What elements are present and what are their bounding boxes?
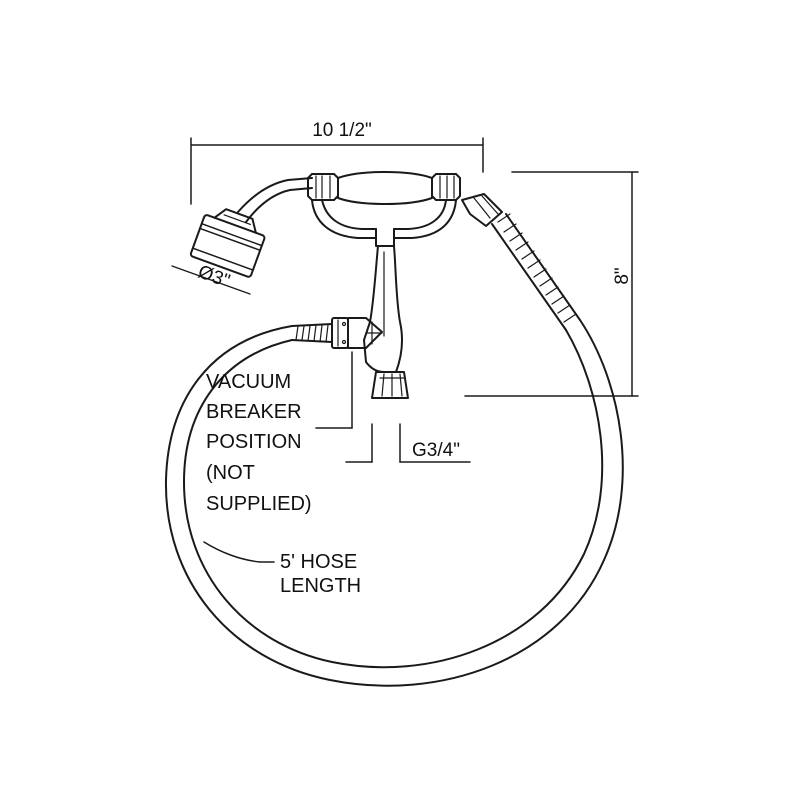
- thread-dimension: [345, 423, 471, 463]
- height-label: 8": [612, 267, 633, 284]
- width-dimension: [190, 137, 484, 205]
- hose: [164, 193, 624, 687]
- vacuum-breaker-line-2: BREAKER: [206, 401, 302, 423]
- mounting-stem: [347, 245, 409, 399]
- thread-label: G3/4": [412, 440, 460, 461]
- hose-note-line-1: 5' HOSE: [280, 551, 357, 573]
- hose-length-note: 5' HOSE LENGTH: [280, 551, 361, 597]
- shower-head: [189, 208, 266, 278]
- vacuum-breaker-leader: [315, 351, 353, 429]
- height-dimension: [464, 171, 639, 397]
- vacuum-breaker-line-5: SUPPLIED): [206, 493, 312, 515]
- vacuum-breaker-line-1: VACUUM: [206, 371, 291, 393]
- vacuum-breaker-note: VACUUM BREAKER POSITION (NOT SUPPLIED): [206, 371, 312, 515]
- vacuum-breaker-line-3: POSITION: [206, 431, 302, 453]
- cradle-yoke: [311, 199, 457, 247]
- width-label: 10 1/2": [312, 120, 372, 141]
- hose-note-line-2: LENGTH: [280, 575, 361, 597]
- diameter-dimension: [171, 265, 251, 295]
- vacuum-breaker-line-4: (NOT: [206, 462, 255, 484]
- hose-length-leader: [203, 541, 275, 563]
- diameter-label: Ø3": [195, 261, 232, 292]
- handset-handle: [307, 171, 461, 205]
- handset-neck: [237, 177, 313, 223]
- hose-connector: [331, 317, 349, 349]
